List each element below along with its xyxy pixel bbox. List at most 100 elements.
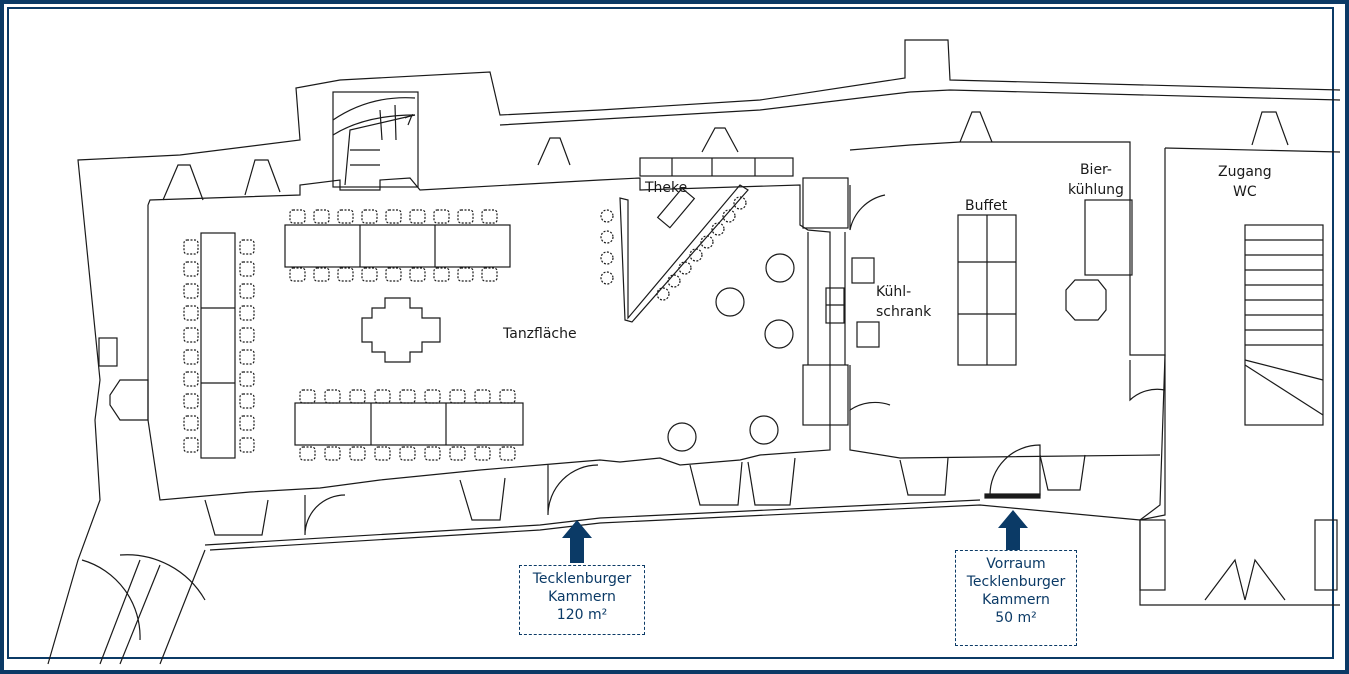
label-buffet: Buffet bbox=[965, 198, 1008, 214]
chair bbox=[183, 283, 199, 299]
doors bbox=[81, 185, 1286, 641]
chair bbox=[499, 446, 516, 461]
chair bbox=[457, 209, 474, 224]
chair bbox=[449, 446, 466, 461]
chair bbox=[457, 267, 474, 282]
chair bbox=[474, 446, 491, 461]
chair bbox=[499, 389, 516, 404]
bar-stool bbox=[722, 209, 736, 223]
label-theke: Theke bbox=[645, 180, 688, 196]
chair bbox=[239, 283, 255, 299]
arrow-up-icon bbox=[998, 510, 1028, 552]
chair bbox=[183, 437, 199, 453]
bar-stool bbox=[600, 271, 614, 285]
chair bbox=[183, 239, 199, 255]
chair bbox=[399, 446, 416, 461]
chair bbox=[481, 267, 498, 282]
chair bbox=[349, 389, 366, 404]
label-tanzflaeche: Tanzfläche bbox=[503, 326, 577, 342]
chair bbox=[183, 327, 199, 343]
chair bbox=[385, 267, 402, 282]
wc-wing bbox=[1139, 147, 1341, 606]
chair bbox=[239, 349, 255, 365]
chair bbox=[239, 437, 255, 453]
chair bbox=[361, 267, 378, 282]
chairs bbox=[183, 196, 747, 461]
callout-main-line2: Kammern bbox=[548, 589, 616, 605]
bar-stool bbox=[656, 287, 670, 301]
chair bbox=[183, 349, 199, 365]
chair bbox=[474, 389, 491, 404]
chair bbox=[374, 446, 391, 461]
chair bbox=[409, 267, 426, 282]
vorraum-furniture bbox=[98, 199, 1133, 421]
chair bbox=[239, 261, 255, 277]
chair bbox=[239, 415, 255, 431]
dance-floor-shape bbox=[361, 297, 441, 363]
chair bbox=[361, 209, 378, 224]
plan-inner-frame bbox=[7, 7, 1334, 659]
chair bbox=[239, 239, 255, 255]
chair bbox=[385, 209, 402, 224]
chair bbox=[424, 389, 441, 404]
spiral-stair bbox=[332, 91, 419, 188]
window-niches bbox=[162, 111, 1289, 536]
chair bbox=[424, 446, 441, 461]
chair bbox=[299, 446, 316, 461]
chair bbox=[337, 209, 354, 224]
callout-vorraum: Vorraum Tecklenburger Kammern 50 m² bbox=[955, 550, 1077, 646]
vorraum-walls bbox=[849, 141, 1166, 521]
building-outline bbox=[47, 39, 1341, 665]
chair bbox=[349, 446, 366, 461]
chair bbox=[239, 305, 255, 321]
bar-stool bbox=[700, 235, 714, 249]
bar-stool bbox=[678, 261, 692, 275]
chair bbox=[481, 209, 498, 224]
callout-vorraum-line2: Tecklenburger bbox=[966, 574, 1066, 590]
chair bbox=[313, 267, 330, 282]
chair bbox=[239, 327, 255, 343]
chair bbox=[183, 305, 199, 321]
arrow-up-icon bbox=[562, 520, 592, 563]
chair bbox=[183, 415, 199, 431]
label-kuehlschrank: Kühl- schrank bbox=[876, 284, 932, 320]
bar-stool bbox=[689, 248, 703, 262]
bar-stool bbox=[667, 274, 681, 288]
chair bbox=[449, 389, 466, 404]
callout-vorraum-line3: Kammern bbox=[982, 592, 1050, 608]
bar-stool bbox=[600, 209, 614, 223]
round-tables bbox=[667, 253, 795, 452]
chair bbox=[374, 389, 391, 404]
chair bbox=[299, 389, 316, 404]
chair bbox=[433, 209, 450, 224]
bar-counter bbox=[619, 157, 794, 323]
callout-vorraum-line1: Vorraum bbox=[986, 556, 1046, 572]
chair bbox=[183, 371, 199, 387]
chair bbox=[324, 389, 341, 404]
label-zugang-wc: Zugang WC bbox=[1218, 164, 1272, 200]
chair bbox=[433, 267, 450, 282]
chair bbox=[324, 446, 341, 461]
chair bbox=[409, 209, 426, 224]
chair bbox=[183, 261, 199, 277]
label-bierkuehlung: Bier- kühlung bbox=[1068, 162, 1124, 198]
callout-vorraum-line4: 50 m² bbox=[995, 610, 1037, 626]
bar-stool bbox=[600, 251, 614, 265]
callout-main-line3: 120 m² bbox=[556, 607, 608, 623]
chair bbox=[399, 389, 416, 404]
chair bbox=[183, 393, 199, 409]
partition-wall bbox=[802, 177, 849, 426]
callout-main-line1: Tecklenburger bbox=[532, 571, 632, 587]
chair bbox=[289, 209, 306, 224]
bar-stool bbox=[600, 230, 614, 244]
chair bbox=[239, 371, 255, 387]
chair bbox=[239, 393, 255, 409]
main-hall-walls bbox=[147, 177, 831, 501]
bar-stool bbox=[733, 196, 747, 210]
chair bbox=[289, 267, 306, 282]
bar-stool bbox=[711, 222, 725, 236]
callout-main-room: Tecklenburger Kammern 120 m² bbox=[519, 565, 645, 635]
chair bbox=[337, 267, 354, 282]
